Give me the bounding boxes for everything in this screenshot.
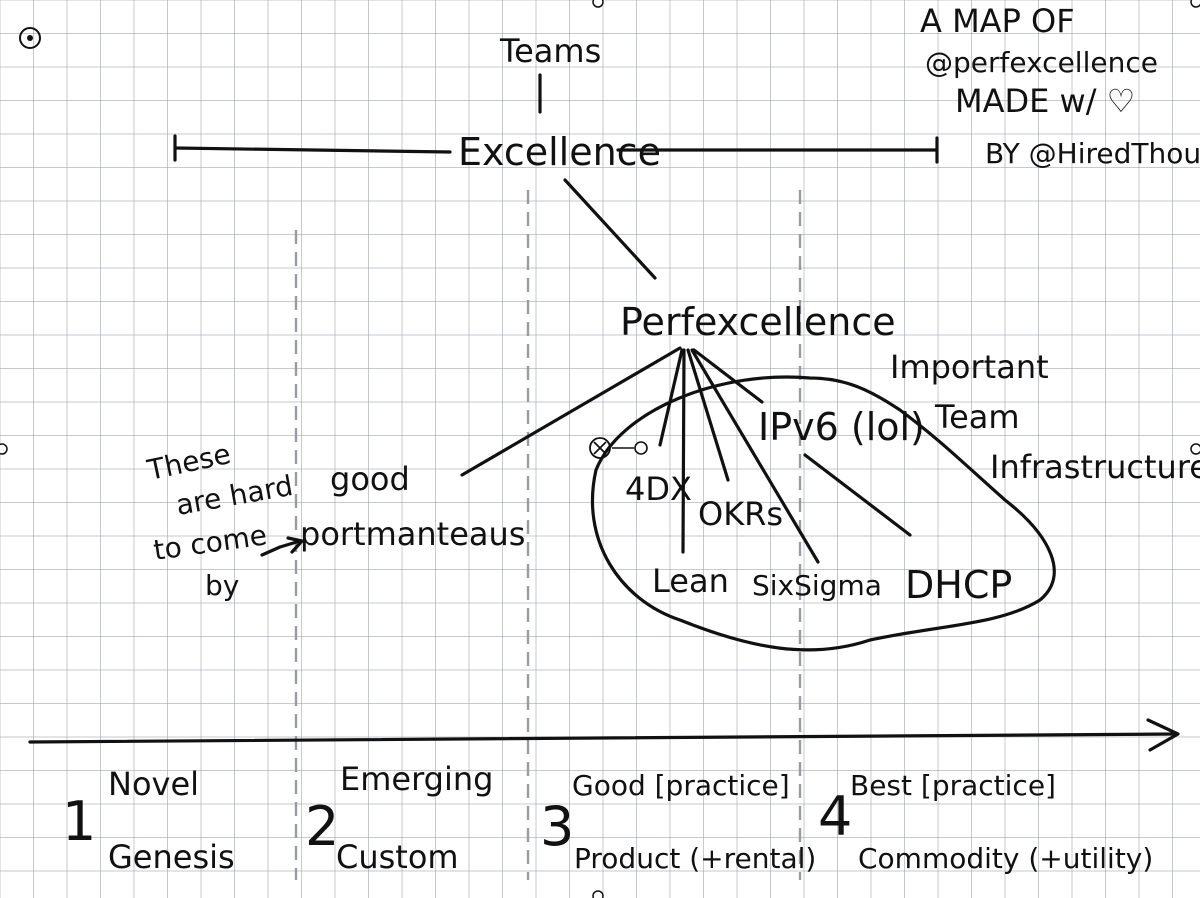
note-hard-line4: by <box>205 569 239 602</box>
link-perfexcellence-lean <box>681 348 686 554</box>
stage-2-number: 2 <box>305 795 339 858</box>
top-handle-icon[interactable] <box>592 0 604 8</box>
component-perfexcellence: Perfexcellence <box>620 300 896 344</box>
top-right-handle-icon[interactable] <box>1190 0 1200 8</box>
evolution-axis <box>28 718 1180 752</box>
hard-to-come-by-arrowhead <box>286 536 304 554</box>
stage-4-sublabel: Commodity (+utility) <box>858 842 1153 875</box>
target-handle-dot-icon <box>27 35 33 41</box>
link-excellence-perfexcellence <box>563 178 657 280</box>
stage-1-sublabel: Genesis <box>108 838 235 876</box>
stage-labels: 1 Novel Genesis 2 Emerging Custom 3 Good… <box>62 760 1153 876</box>
component-ipv6: IPv6 (lol) <box>758 405 925 449</box>
right-handle-icon[interactable] <box>1190 443 1200 455</box>
component-4dx: 4DX <box>625 470 692 508</box>
bottom-handle-icon[interactable] <box>592 890 604 898</box>
labels: Teams Excellence Perfexcellence good por… <box>144 2 1200 607</box>
title-line2: @perfexcellence <box>925 46 1158 79</box>
evolution-axis-line <box>28 732 1177 744</box>
link-perfexcellence-okrs <box>686 348 730 482</box>
portmanteaus-label-line1: good <box>330 460 410 498</box>
value-chain-links <box>173 73 939 564</box>
stage-2-sublabel: Custom <box>336 838 459 876</box>
link-ipv6-dhcp <box>803 453 912 537</box>
link-perfexcellence-portmanteaus <box>460 346 682 477</box>
left-handle-icon[interactable] <box>0 443 8 455</box>
link-perfexcellence-ipv6 <box>692 348 764 404</box>
stage-separators <box>294 190 802 880</box>
component-dhcp: DHCP <box>905 563 1012 607</box>
stage-4-number: 4 <box>818 785 852 848</box>
evolution-axis-arrowhead <box>1146 718 1180 752</box>
target-handle-icon[interactable] <box>19 27 41 49</box>
title-line1: A MAP OF <box>920 2 1075 40</box>
note-hard-line1: These <box>144 437 234 487</box>
stage-1-label: Novel <box>108 765 199 803</box>
note-important-line1: Important <box>890 348 1049 386</box>
rotate-handle-icon[interactable] <box>634 441 648 455</box>
portmanteaus-label-line2: portmanteaus <box>300 515 525 553</box>
anchor-teams: Teams <box>499 32 601 70</box>
excellence-range-left <box>173 146 452 154</box>
title-line4: BY @HiredThought <box>985 137 1200 170</box>
note-important-line3: Infrastructure <box>990 448 1200 486</box>
component-lean: Lean <box>652 562 729 600</box>
stage-3-label: Good [practice] <box>572 769 790 802</box>
stage-1-number: 1 <box>62 790 96 853</box>
hard-to-come-by-arrow <box>260 539 302 557</box>
infrastructure-enclosure <box>590 375 1056 652</box>
component-sixsigma: SixSigma <box>752 569 882 602</box>
stage-3-sublabel: Product (+rental) <box>574 842 816 875</box>
stage-4-label: Best [practice] <box>850 769 1056 802</box>
component-okrs: OKRs <box>698 495 783 533</box>
stage-2-label: Emerging <box>340 760 493 798</box>
note-hard-line3: to come <box>151 518 269 567</box>
title-line3: MADE w/ ♡ <box>955 82 1135 120</box>
note-important-line2: Team <box>934 398 1020 436</box>
component-excellence: Excellence <box>458 130 661 174</box>
link-perfexcellence-4dx <box>658 348 684 447</box>
stage-3-number: 3 <box>540 795 574 858</box>
